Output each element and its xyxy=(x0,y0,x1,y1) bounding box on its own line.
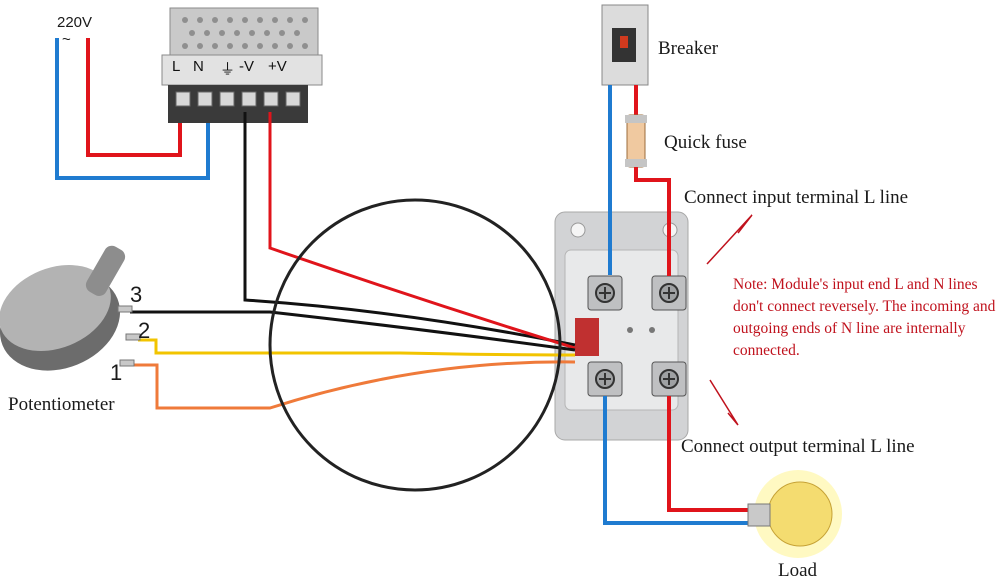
lamp-icon xyxy=(747,470,842,558)
breaker-label: Breaker xyxy=(658,38,719,59)
ps-black-wire xyxy=(243,112,576,347)
highlight-circle xyxy=(268,198,562,492)
potentiometer-label: Potentiometer xyxy=(8,394,115,415)
pot-pin-1-label: 1 xyxy=(110,360,123,385)
potentiometer-body xyxy=(0,245,141,371)
output-callout-stroke xyxy=(709,379,739,426)
pot-pin-2-label: 2 xyxy=(138,318,151,343)
ps-red-wire xyxy=(268,112,576,350)
power-supply xyxy=(161,7,323,123)
mains-live-wire xyxy=(86,38,182,157)
ssr-module xyxy=(554,211,689,441)
fuse-label: Quick fuse xyxy=(664,132,747,153)
output-terminal-label: Connect output terminal L line xyxy=(681,436,915,457)
terminal-n-label: N xyxy=(193,58,204,75)
pot-pin1-wire xyxy=(133,360,576,410)
terminal-negative-label: -V xyxy=(239,58,254,75)
mains-neutral-wire xyxy=(55,38,210,180)
input-callout-stroke xyxy=(706,214,753,265)
load-label: Load xyxy=(778,560,818,581)
pot-pin-3-label: 3 xyxy=(130,282,143,307)
breaker-device xyxy=(601,4,649,86)
pot-pin2-wire xyxy=(138,338,576,357)
module-to-load-neutral-wire xyxy=(603,396,748,525)
input-terminal-label: Connect input terminal L line xyxy=(684,187,909,208)
input-voltage-label: 220V xyxy=(57,14,93,31)
terminal-positive-label: +V xyxy=(268,58,287,75)
fuse-to-module-live-wire xyxy=(634,167,671,276)
ac-symbol-label: ~ xyxy=(62,31,71,48)
wiring-note: Note: Module's input end L and N lines d… xyxy=(733,276,996,359)
quick-fuse xyxy=(625,114,647,168)
terminal-l-label: L xyxy=(172,58,181,75)
module-to-load-live-wire xyxy=(667,396,748,512)
terminal-ground-label: ⏚ xyxy=(220,61,236,78)
pot-pin3-wire xyxy=(130,310,576,352)
